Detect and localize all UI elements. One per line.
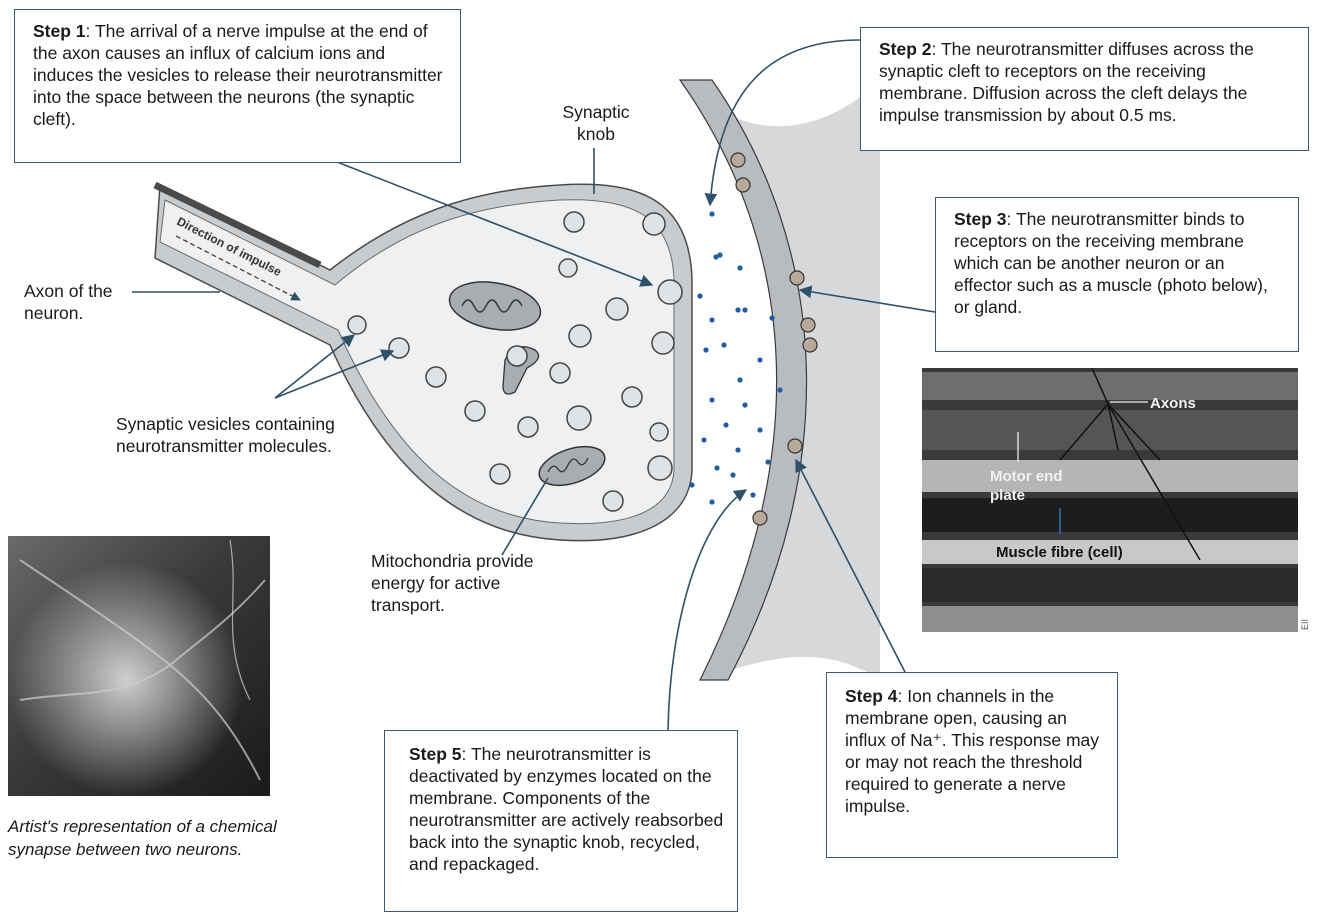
synaptic-knob-label: Synaptic knob	[548, 101, 644, 145]
step1-box: Step 1: The arrival of a nerve impulse a…	[14, 9, 461, 163]
axon-label: Axon of the neuron.	[24, 280, 134, 324]
axons-photo-label: Axons	[1150, 395, 1196, 412]
step5-box: Step 5: The neurotransmitter is deactiva…	[384, 730, 738, 912]
step1-title: Step 1	[33, 21, 86, 41]
muscle-photo: Axons Motor end plate Muscle fibre (cell…	[922, 368, 1298, 632]
muscle-fibre-label: Muscle fibre (cell)	[996, 544, 1123, 561]
step4-title: Step 4	[845, 686, 898, 706]
artist-synapse-image	[8, 536, 270, 796]
step2-title: Step 2	[879, 39, 932, 59]
step5-title: Step 5	[409, 744, 462, 764]
mitochondria-label: Mitochondria provide energy for active t…	[371, 550, 541, 616]
vesicles-label: Synaptic vesicles containing neurotransm…	[116, 413, 376, 457]
step2-text: : The neurotransmitter diffuses across t…	[879, 39, 1254, 125]
step2-box: Step 2: The neurotransmitter diffuses ac…	[860, 27, 1309, 151]
step1-text: : The arrival of a nerve impulse at the …	[33, 21, 443, 129]
step4-box: Step 4: Ion channels in the membrane ope…	[826, 672, 1118, 858]
artist-caption: Artist's representation of a chemical sy…	[8, 815, 298, 861]
step3-box: Step 3: The neurotransmitter binds to re…	[935, 197, 1299, 352]
motor-end-plate-label-1: Motor end	[990, 468, 1063, 485]
photo-credit: EII	[1300, 619, 1310, 630]
motor-end-plate-label-2: plate	[990, 487, 1025, 504]
step3-title: Step 3	[954, 209, 1007, 229]
